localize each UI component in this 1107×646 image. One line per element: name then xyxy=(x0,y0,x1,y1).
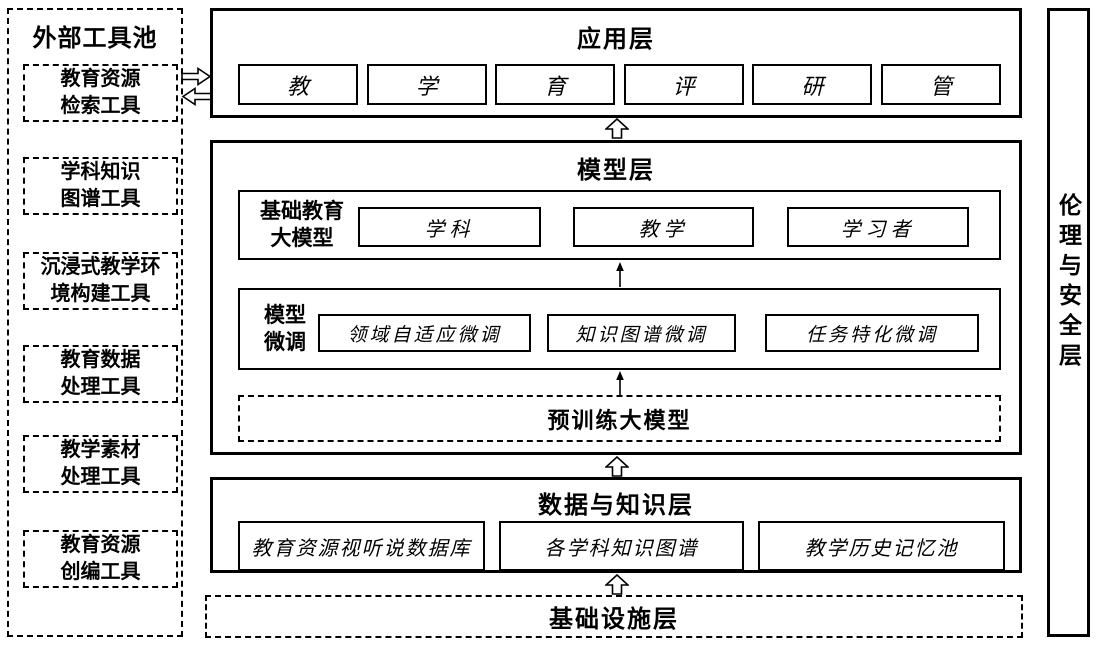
app-item-manage: 管 xyxy=(880,64,1001,105)
left-arrow-icon xyxy=(181,87,212,106)
up-arrow-icon xyxy=(605,456,629,477)
application-items-row: 教 学 育 评 研 管 xyxy=(238,64,1001,105)
thin-up-arrow-icon xyxy=(614,371,626,396)
model-layer-title: 模型层 xyxy=(577,157,655,184)
model-layer: 模型层 基础教育 大模型 学科 教学 学习者 模型 微调 领域自适应微调 知识图… xyxy=(210,140,1022,455)
tool-pool-title: 外部工具池 xyxy=(32,25,158,52)
app-item-nurture: 育 xyxy=(495,64,616,105)
foundation-model-group: 基础教育 大模型 学科 教学 学习者 xyxy=(238,190,1001,260)
data-item-teaching-history-memory: 教学历史记忆池 xyxy=(758,521,1005,571)
thin-up-arrow-icon xyxy=(614,262,626,288)
application-layer: 应用层 教 学 育 评 研 管 xyxy=(210,8,1022,118)
application-layer-title: 应用层 xyxy=(577,26,655,53)
tool-knowledge-graph: 学科知识 图谱工具 xyxy=(23,157,178,215)
external-tool-pool: 外部工具池 教育资源 检索工具 学科知识 图谱工具 沉浸式教学环 境构建工具 教… xyxy=(7,8,183,637)
ethics-security-layer: 伦理与安全层 xyxy=(1047,8,1090,637)
tuning-item-knowledge-graph: 知识图谱微调 xyxy=(547,314,736,352)
tuning-item-task-specialized: 任务特化微调 xyxy=(765,314,979,352)
fine-tuning-group: 模型 微调 领域自适应微调 知识图谱微调 任务特化微调 xyxy=(238,288,1001,370)
app-item-learn: 学 xyxy=(366,64,487,105)
tool-immersive-environment: 沉浸式教学环 境构建工具 xyxy=(23,252,178,310)
foundation-model-label: 基础教育 大模型 xyxy=(260,199,344,250)
tool-material-processing: 教学素材 处理工具 xyxy=(23,435,178,493)
foundation-item-teaching: 教学 xyxy=(573,207,754,247)
up-arrow-icon xyxy=(605,574,629,595)
data-layer-title: 数据与知识层 xyxy=(538,492,694,519)
tool-resource-retrieval: 教育资源 检索工具 xyxy=(23,64,178,122)
app-item-evaluate: 评 xyxy=(623,64,744,105)
data-knowledge-layer: 数据与知识层 教育资源视听说数据库 各学科知识图谱 教学历史记忆池 xyxy=(210,477,1022,573)
fine-tuning-label: 模型 微调 xyxy=(264,303,306,354)
data-item-av-database: 教育资源视听说数据库 xyxy=(238,521,485,571)
pretrained-model-box: 预训练大模型 xyxy=(238,395,1001,442)
tool-data-processing: 教育数据 处理工具 xyxy=(23,345,178,403)
right-arrow-icon xyxy=(181,67,212,86)
foundation-item-learner: 学习者 xyxy=(787,207,969,247)
tool-resource-authoring: 教育资源 创编工具 xyxy=(23,530,178,588)
app-item-research: 研 xyxy=(752,64,873,105)
infrastructure-layer: 基础设施层 xyxy=(205,595,1023,638)
app-item-teach: 教 xyxy=(238,64,358,105)
data-item-subject-knowledge-graphs: 各学科知识图谱 xyxy=(499,521,744,571)
tuning-item-domain-adaptive: 领域自适应微调 xyxy=(318,314,531,352)
ethics-layer-title: 伦理与安全层 xyxy=(1055,192,1082,373)
up-arrow-icon xyxy=(605,118,629,139)
foundation-item-subject: 学科 xyxy=(358,207,541,247)
